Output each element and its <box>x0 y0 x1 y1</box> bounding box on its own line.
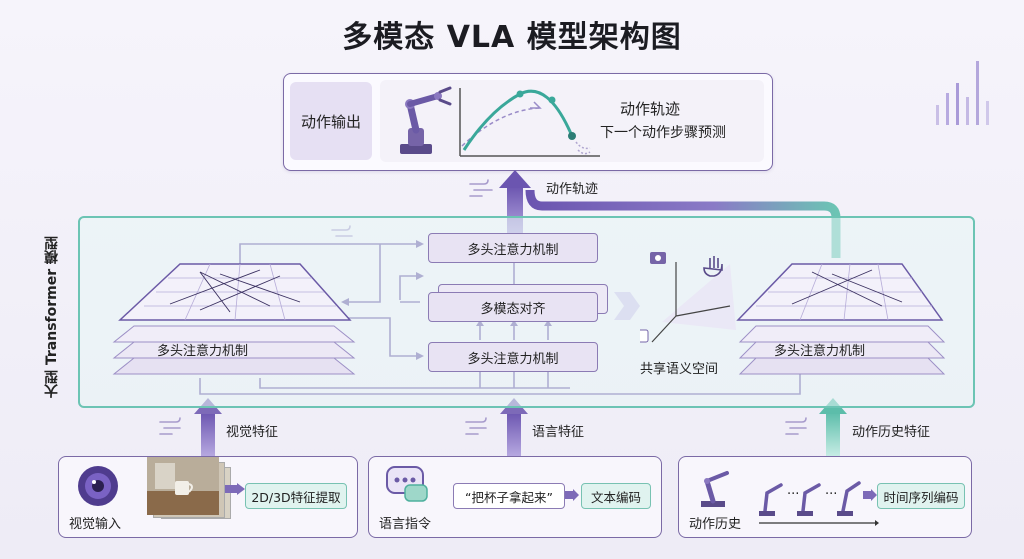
robot-arm-icon <box>400 86 452 154</box>
hand-icon <box>703 256 723 277</box>
trajectory-subtitle: 下一个动作步骤预测 <box>600 125 726 141</box>
ellipsis-1: ... <box>787 483 800 498</box>
semantic-space-label: 共享语义空间 <box>640 362 719 377</box>
page-title: 多模态 VLA 模型架构图 <box>342 20 682 55</box>
left-attention-stack <box>112 263 356 375</box>
time-series-encoding-step: 时间序列编码 <box>877 483 965 509</box>
text-encoding-step: 文本编码 <box>581 483 651 509</box>
language-feature-label: 语言特征 <box>532 425 585 440</box>
action-output-label: 动作输出 <box>290 82 372 160</box>
chat-bubble-icon <box>386 466 428 502</box>
center-attention-bottom: 多头注意力机制 <box>428 342 598 372</box>
cup-photo <box>147 457 219 515</box>
action-history-feature-label: 动作历史特征 <box>852 425 931 440</box>
transformer-side-label: 大型 Transformer 模型 <box>44 235 60 398</box>
chat-icon <box>640 329 649 343</box>
language-input-panel: 语言指令 “把杯子拿起来” 文本编码 <box>368 456 662 538</box>
center-modal-alignment: 多模态对齐 <box>428 292 598 322</box>
right-attention-stack <box>736 263 946 375</box>
robot-arm-small-icon <box>701 471 729 507</box>
action-history-panel: 动作历史 ... ... 时间序列编码 <box>678 456 972 538</box>
semantic-space-axes <box>640 252 736 343</box>
action-history-label: 动作历史 <box>689 517 742 532</box>
center-attention-top: 多头注意力机制 <box>428 233 598 263</box>
right-attention-label: 多头注意力机制 <box>774 344 866 359</box>
instruction-quote: “把杯子拿起来” <box>453 483 565 509</box>
ellipsis-2: ... <box>825 483 838 498</box>
trajectory-plot: 动作轨迹 下一个动作步骤预测 <box>380 80 764 162</box>
visual-input-label: 视觉输入 <box>69 517 122 532</box>
visual-input-panel: 视觉输入 2D/3D特征提取 <box>58 456 358 538</box>
left-attention-label: 多头注意力机制 <box>157 344 249 359</box>
robot-sequence <box>759 481 879 526</box>
decorative-bars <box>936 61 989 125</box>
camera-lens-icon <box>78 466 118 506</box>
visual-feature-label: 视觉特征 <box>226 425 279 440</box>
trajectory-title: 动作轨迹 <box>620 100 681 118</box>
visual-feature-extraction-step: 2D/3D特征提取 <box>245 483 347 509</box>
language-input-label: 语言指令 <box>379 517 432 532</box>
action-output-panel: 动作输出 动作轨 <box>283 73 773 171</box>
trajectory-arrow-label: 动作轨迹 <box>546 182 599 197</box>
